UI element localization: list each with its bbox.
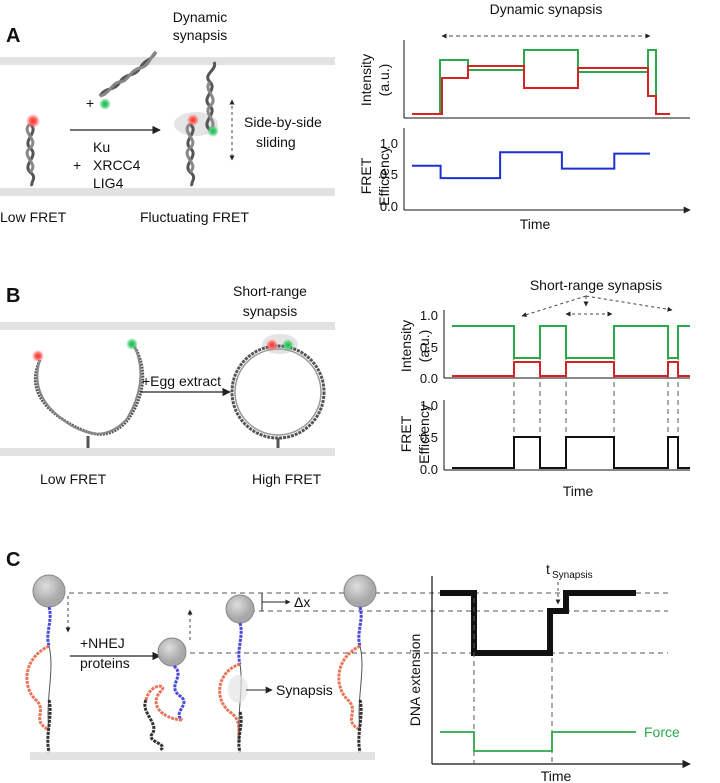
panel-b-time-label: Time [563,483,594,499]
panel-a-side-by-side-1: Side-by-side [244,114,322,130]
panel-b-short-range-1: Short-range [233,283,307,299]
panel-a-fret-tick-2: 0.5 [380,167,398,182]
panel-b-red-trace [452,361,690,377]
panel-a-bottom-surface [0,188,335,196]
green-fluorophore-icon [126,338,138,350]
panel-b-dashed-guides [513,328,679,466]
panel-c-force-trace [440,731,636,752]
panel-a-plus: + [86,95,94,111]
panel-b-fret-tick-2: 0.5 [420,430,438,445]
panel-a-dynamic-label-2: synapsis [173,27,227,43]
panel-a-intensity-label-1: Intensity [358,54,374,106]
panel-b-fret-tick-3: 0.0 [420,462,438,477]
panel-b-low-fret: Low FRET [40,471,107,487]
panel-c-surface [30,752,375,760]
panel-a-factor-lig4: LIG4 [93,175,124,191]
red-fluorophore-icon [26,114,40,128]
panel-b-intensity-tick-2: 0.5 [420,340,438,355]
panel-c-nhej-2: proteins [80,655,130,671]
panel-a-dna-synapsed [174,61,219,187]
panel-a-factor-ku: Ku [93,139,110,155]
panel-a-factor-xrcc4: XRCC4 [93,157,141,173]
panel-b-high-fret: High FRET [252,471,322,487]
panel-b-intensity-tick-1: 1.0 [420,308,438,323]
panel-b-fret-label-1: FRET [398,415,414,452]
panel-a-side-by-side-2: sliding [256,134,296,150]
panel-a-time-label: Time [520,216,551,232]
magnetic-bead-icon [32,574,66,608]
magnetic-bead-icon [157,637,187,667]
magnetic-bead-icon [225,594,255,624]
green-fluorophore-icon [99,98,111,110]
panel-c-x-label: Time [541,768,572,783]
panel-a-dynamic-label-1: Dynamic [173,9,227,25]
panel-b-intensity-chart [443,310,690,379]
panel-a-dna-tethered [25,114,40,187]
panel-a-chart-title: Dynamic synapsis [490,1,603,17]
panel-b-top-surface [0,322,335,330]
panel-a-low-fret: Low FRET [0,209,67,225]
panel-b-synapsis-pointers [521,295,673,318]
panel-c-extension-trace [440,590,636,656]
panel-a-letter: A [6,25,20,47]
panel-c-synapsis-label: Synapsis [276,682,333,698]
panel-b-fret-label-2: Efficiency [416,404,432,464]
panel-b-short-range-2: synapsis [243,303,297,319]
panel-a-factor-plus: + [73,157,81,173]
panel-a-fluctuating-fret: Fluctuating FRET [140,209,249,225]
magnetic-bead-icon [343,574,377,608]
panel-a-green-trace [412,49,670,115]
panel-a-fret-chart [403,128,691,214]
panel-b-fret-tick-1: 1.0 [420,398,438,413]
panel-c-extension-chart [431,576,691,769]
panel-c-y-label: DNA extension [407,634,423,727]
panel-b-chart-title: Short-range synapsis [530,277,662,293]
panel-a-dna-free [98,50,158,110]
panel-a-fret-tick-3: 0.0 [380,199,398,214]
panel-a-fret-trace [412,151,650,180]
panel-b-fret-trace [452,436,690,469]
panel-a-fret-label-2: Efficiency [376,146,392,206]
panel-b-bottom-surface [0,448,335,456]
panel-a-red-trace [412,65,670,115]
panel-c-tether-2 [143,637,187,752]
panel-c-tether-3 [218,594,255,753]
panel-c-tsynapsis-main: t [546,561,550,577]
panel-a-top-surface [0,57,335,65]
panel-c-letter: C [6,549,20,571]
panel-a-intensity-label-2: (a.u.) [376,64,392,97]
panel-a-fret-label-1: FRET [358,157,374,194]
panel-c-nhej-1: +NHEJ [80,635,125,651]
panel-c-tsynapsis-sub: Synapsis [552,570,593,581]
panel-c-tether-4 [337,574,377,753]
panel-b-dna-linear [32,338,145,448]
panel-c-tether-1 [25,574,66,753]
red-fluorophore-icon [32,350,44,362]
panel-b-letter: B [6,285,20,307]
panel-c-force-label: Force [644,724,680,740]
panel-b-green-trace [452,325,690,359]
panel-a-fret-tick-1: 1.0 [380,136,398,151]
panel-b-intensity-tick-3: 0.0 [420,371,438,386]
panel-b-egg-extract: +Egg extract [142,373,221,389]
panel-b-fret-chart [443,400,690,471]
panel-b-intensity-label-1: Intensity [398,320,414,372]
panel-c-delta-x: Δx [294,594,310,610]
panel-b-dna-circle [230,334,326,448]
panel-b-intensity-label-2: (a.u.) [416,330,432,363]
